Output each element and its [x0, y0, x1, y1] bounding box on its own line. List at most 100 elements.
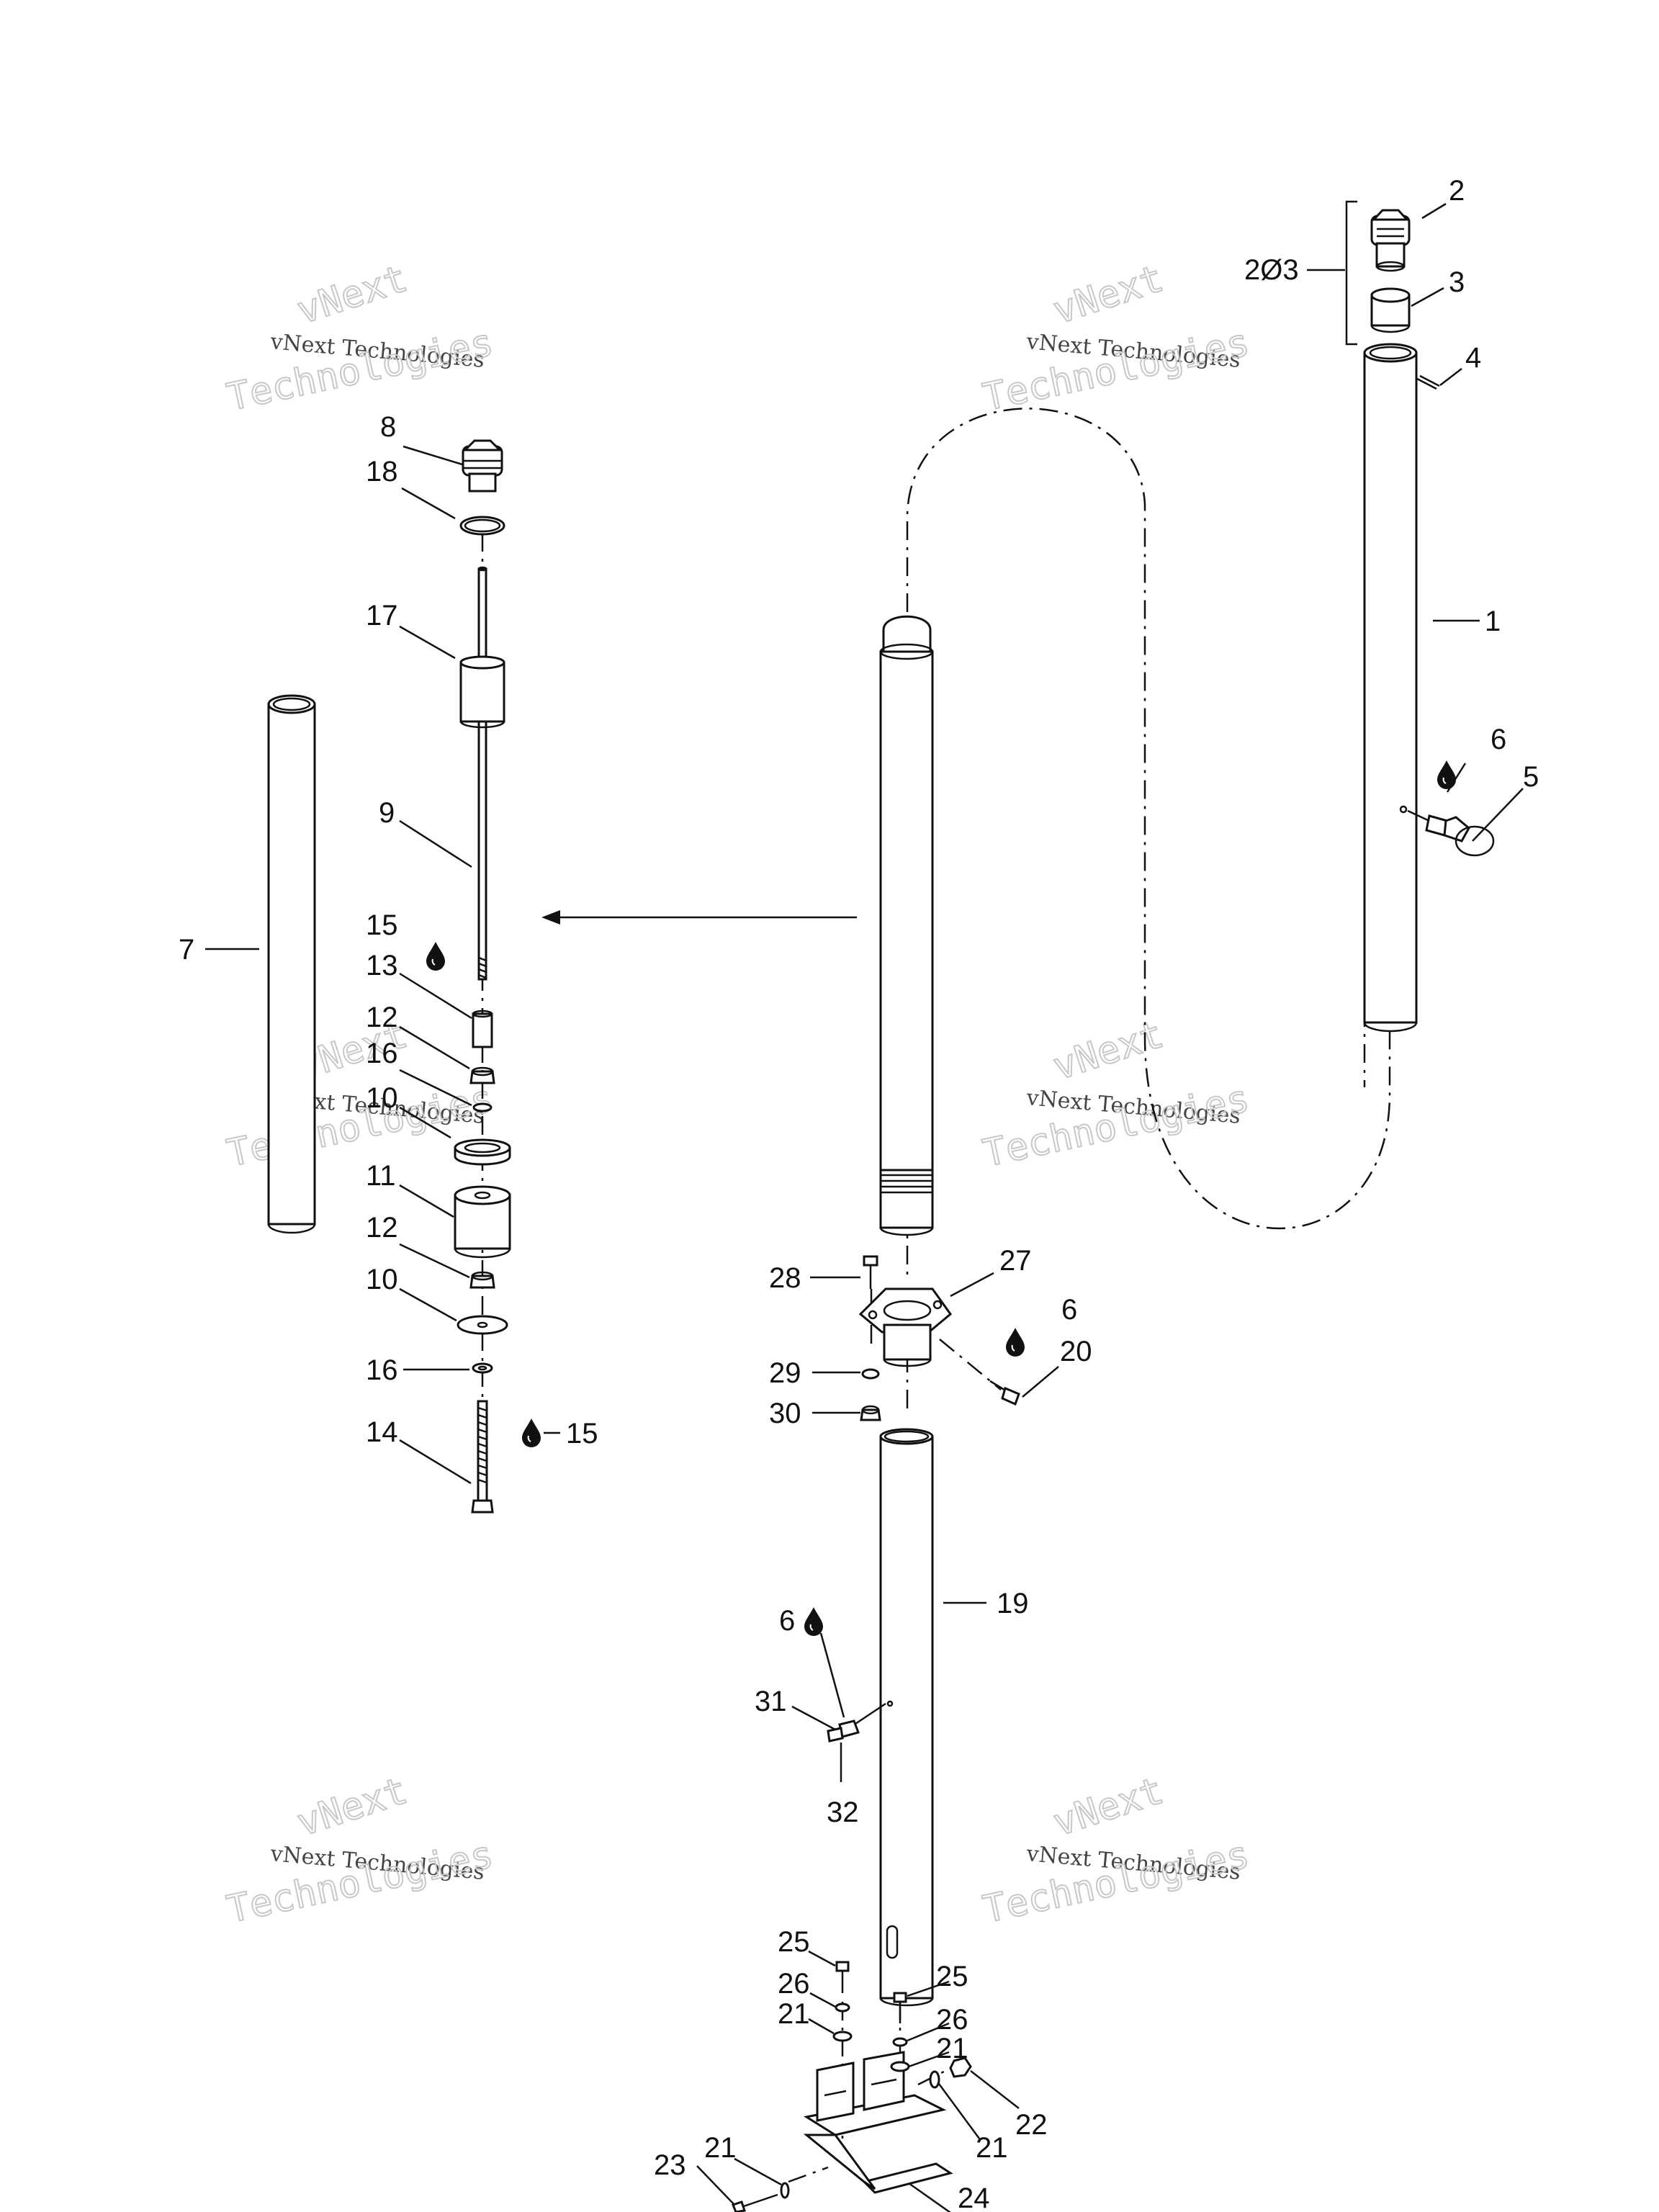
part-21-washer-side	[929, 2070, 940, 2089]
part-12-nut-upper	[469, 1066, 495, 1084]
callout-8: 8	[380, 411, 396, 443]
rod-thread	[478, 956, 487, 979]
callout-12: 12	[366, 1212, 398, 1244]
part-24-base-bracket	[803, 2051, 953, 2194]
callout-6: 6	[1061, 1294, 1077, 1326]
leader-lines	[205, 202, 1524, 2212]
callout-10: 10	[366, 1264, 398, 1295]
part-5-spring-pin	[1407, 809, 1495, 857]
svg-text:Technologies: Technologies	[223, 321, 497, 420]
part-22-nut	[949, 2056, 972, 2078]
callout-24: 24	[958, 2182, 990, 2212]
callout-15: 15	[366, 909, 398, 941]
callout-13: 13	[366, 950, 398, 981]
part-4-set-screw	[1416, 374, 1440, 390]
part-19-lower-tube	[879, 1428, 934, 2007]
part-12-nut-lower	[469, 1271, 495, 1289]
part-1-upper-tube	[1363, 343, 1418, 1033]
part-9-rod	[477, 566, 487, 981]
callout-7: 7	[179, 934, 194, 966]
part-center-upper-tube	[879, 615, 934, 1236]
callout-22: 22	[1015, 2109, 1048, 2141]
svg-text:vNext: vNext	[1048, 1769, 1168, 1845]
oil-drop-icon	[804, 1606, 824, 1637]
part-7-tube	[267, 694, 316, 1234]
callout-28: 28	[769, 1262, 801, 1294]
part-18-ring	[459, 516, 505, 536]
callout-3: 3	[1449, 266, 1465, 298]
part-27-flange	[858, 1287, 953, 1367]
callout-32: 32	[827, 1797, 859, 1828]
part-21-washer-bottom	[780, 2182, 790, 2199]
callout-23: 23	[654, 2149, 686, 2181]
part-21-washer-right	[890, 2061, 910, 2072]
callout-15: 15	[566, 1418, 598, 1449]
callout-19: 19	[997, 1588, 1029, 1619]
svg-text:vNext: vNext	[1048, 1013, 1168, 1089]
part-14-long-bolt	[471, 1400, 494, 1514]
part-25-bolt-right	[893, 1992, 907, 2023]
oil-drop-icon	[1005, 1327, 1025, 1357]
callout-18: 18	[366, 456, 398, 487]
svg-text:vNext: vNext	[292, 1769, 412, 1845]
callout-12: 12	[366, 1002, 398, 1033]
callouts: 2 2Ø3 3 4 1 6 5 8 18 17 9 7 15 13 12 16 …	[179, 175, 1539, 2212]
part-11-bumper	[454, 1185, 511, 1259]
callout-11: 11	[366, 1160, 396, 1192]
watermark-low-right: vNext vNext Technologies Technologies	[979, 1768, 1254, 1933]
svg-text:vNext: vNext	[292, 257, 412, 333]
part-26-washer-right	[892, 2037, 908, 2047]
callout-17: 17	[366, 600, 398, 631]
callout-20: 20	[1060, 1336, 1092, 1367]
svg-text:Technologies: Technologies	[979, 1077, 1253, 1176]
svg-text:Technologies: Technologies	[979, 321, 1253, 420]
part-16-washer-lower	[472, 1362, 493, 1374]
callout-6: 6	[779, 1605, 795, 1637]
callout-26: 26	[936, 2004, 968, 2036]
part-26-washer-left	[835, 2002, 850, 2013]
svg-text:Technologies: Technologies	[979, 1833, 1253, 1932]
svg-text:vNext: vNext	[1048, 257, 1168, 333]
callout-29: 29	[769, 1357, 801, 1389]
bracket-2-3	[1307, 200, 1357, 346]
callout-4: 4	[1465, 342, 1481, 374]
part-2-cap-knob	[1370, 209, 1411, 272]
part-3-collar	[1370, 287, 1411, 333]
callout-21: 21	[704, 2132, 737, 2164]
oil-drop-icon	[426, 941, 446, 971]
callout-16: 16	[366, 1038, 398, 1069]
watermark-top-left: vNext vNext Technologies Technologies	[222, 256, 498, 421]
callout-21: 21	[778, 1998, 810, 2030]
part-17-sleeve	[459, 655, 505, 729]
part-21-washer-left	[832, 2031, 853, 2042]
part-20-bolt	[989, 1380, 1020, 1406]
svg-text:Technologies: Technologies	[223, 1077, 497, 1176]
callout-2: 2	[1449, 175, 1465, 207]
svg-text:Technologies: Technologies	[223, 1833, 497, 1932]
callout-9: 9	[379, 797, 395, 829]
callout-2-3: 2Ø3	[1244, 254, 1299, 286]
part-10-disc-lower	[457, 1315, 508, 1335]
callout-14: 14	[366, 1416, 398, 1448]
part-23-bolt	[732, 2193, 778, 2212]
callout-16: 16	[366, 1354, 398, 1386]
watermark-mid-right: vNext vNext Technologies Technologies	[979, 1012, 1254, 1177]
callout-31: 31	[755, 1686, 787, 1717]
callout-25: 25	[778, 1926, 810, 1958]
oil-drop-icon	[521, 1418, 541, 1448]
callout-21: 21	[976, 2132, 1008, 2164]
watermark-low-left: vNext vNext Technologies Technologies	[222, 1768, 498, 1933]
callout-25: 25	[936, 1961, 968, 1992]
callout-27: 27	[999, 1245, 1032, 1277]
part-16-washer-upper	[472, 1102, 493, 1112]
part-10-disc-upper	[454, 1138, 511, 1166]
callout-1: 1	[1485, 606, 1501, 637]
part-13-coupler	[472, 1010, 493, 1048]
callout-26: 26	[778, 1968, 810, 2000]
part-28-bolt	[863, 1255, 878, 1289]
callout-21: 21	[936, 2033, 968, 2064]
part-31-grease-fitting	[827, 1702, 886, 1743]
callout-10: 10	[366, 1082, 398, 1114]
part-29-washer	[861, 1368, 880, 1380]
